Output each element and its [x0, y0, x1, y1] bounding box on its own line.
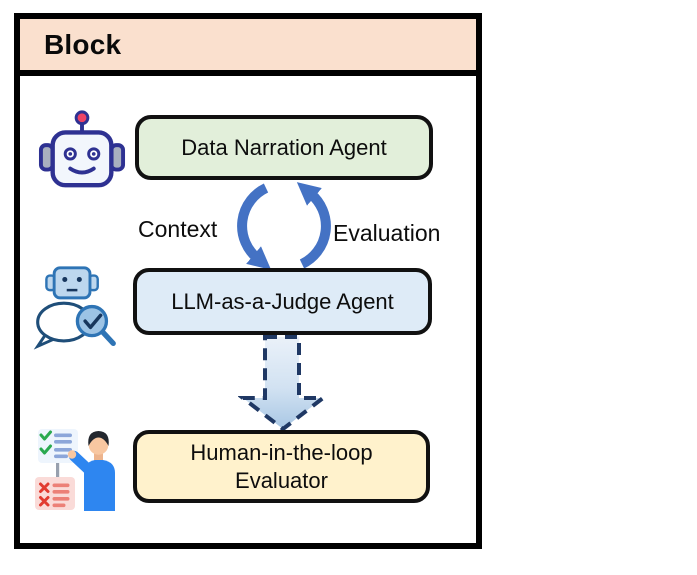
cycle-arrow-left — [237, 183, 272, 270]
node-data-narration-agent: Data Narration Agent — [135, 115, 433, 180]
block-title: Block — [44, 28, 122, 60]
dashed-block-arrow-shape — [238, 335, 328, 432]
evaluation-label: Evaluation — [333, 220, 441, 246]
person-checklist-icon — [35, 429, 115, 511]
cycle-arrows — [237, 182, 331, 270]
node-llm-as-a-judge-agent: LLM-as-a-Judge Agent — [133, 268, 432, 335]
context-label: Context — [138, 216, 218, 242]
robot-magnifier-icon — [33, 266, 116, 350]
robot-icon — [38, 110, 126, 188]
node-llm-as-a-judge-agent-label: LLM-as-a-Judge Agent — [171, 288, 394, 314]
cycle-arrow-right — [296, 182, 331, 269]
node-human-in-the-loop-evaluator-label: Human-in-the-loop Evaluator — [190, 440, 373, 493]
block-header: Block — [20, 19, 476, 76]
dashed-block-arrow — [238, 335, 328, 432]
node-human-in-the-loop-evaluator: Human-in-the-loop Evaluator — [133, 430, 430, 503]
node-data-narration-agent-label: Data Narration Agent — [181, 134, 387, 160]
block-frame: Block Data Narration Agent — [14, 13, 482, 549]
